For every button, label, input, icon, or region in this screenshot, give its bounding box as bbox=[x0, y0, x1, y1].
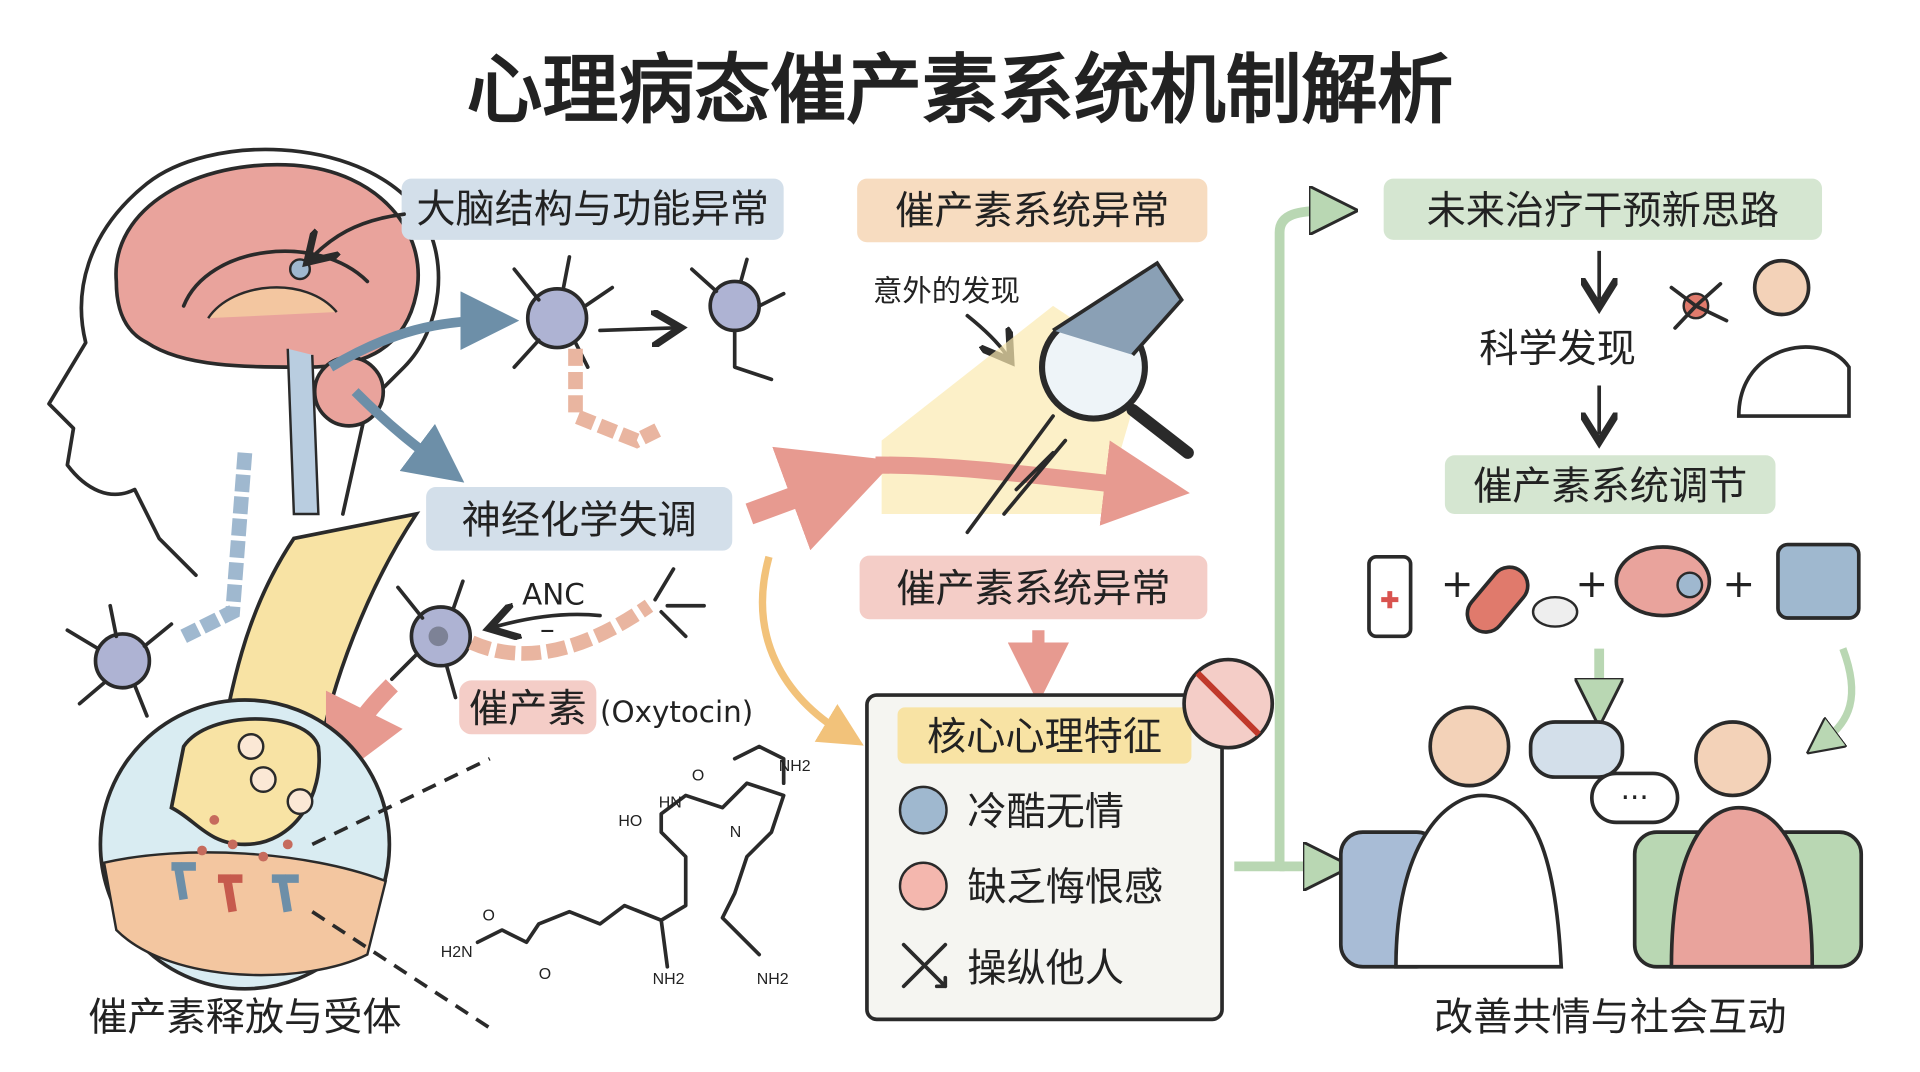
anc-label: ANC bbox=[522, 578, 585, 612]
page-title: 心理病态催产素系统机制解析 bbox=[467, 46, 1454, 134]
discovery-label: 意外的发现 bbox=[873, 274, 1020, 308]
plus-sign: + bbox=[1575, 562, 1608, 607]
chem-label: O bbox=[482, 907, 494, 924]
brain-icon bbox=[1614, 545, 1712, 618]
chem-label: O bbox=[539, 966, 551, 983]
crossed-arrows-icon bbox=[901, 942, 948, 989]
chem-label: O bbox=[692, 768, 704, 785]
arrow-neurochem-to-center bbox=[745, 446, 895, 551]
plus-sign: + bbox=[1722, 562, 1755, 607]
plus-sign: + bbox=[1441, 562, 1474, 607]
chem-label: HO bbox=[618, 813, 642, 830]
oxytocin-en: (Oxytocin) bbox=[600, 695, 753, 729]
neuron-anc: ANC – bbox=[390, 567, 706, 700]
outcome-label: 改善共情与社会互动 bbox=[1434, 995, 1787, 1040]
arrow-to-neurons bbox=[328, 291, 520, 372]
chem-label: H2N bbox=[441, 944, 473, 961]
chem-label: NH2 bbox=[653, 971, 685, 988]
pill-icon bbox=[1465, 565, 1530, 634]
treatment-options: + + + bbox=[1367, 542, 1861, 639]
brain-label-box bbox=[401, 178, 784, 240]
chat-dots: ··· bbox=[1621, 781, 1649, 815]
arrow-to-neurochem bbox=[351, 388, 465, 483]
chem-label: HN bbox=[659, 795, 682, 812]
neurochem-label: 神经化学失调 bbox=[462, 499, 697, 544]
oxytocin-label-box bbox=[459, 680, 597, 735]
scientist-illustration bbox=[1669, 258, 1851, 418]
anc-sign: – bbox=[540, 612, 555, 646]
therapy-icon bbox=[1776, 542, 1861, 620]
chem-label: N bbox=[730, 824, 742, 841]
future-label: 未来治疗干预新思路 bbox=[1427, 189, 1780, 234]
arrow-curve-right bbox=[1824, 647, 1856, 741]
magnifier-illustration bbox=[875, 260, 1194, 535]
trait-label: 缺乏悔恨感 bbox=[967, 866, 1163, 911]
future-label-box bbox=[1383, 178, 1823, 240]
abnormal-mid-box bbox=[859, 555, 1208, 620]
chem-label: NH2 bbox=[757, 971, 789, 988]
trait-label: 冷酷无情 bbox=[967, 790, 1124, 835]
oxytocin-cn: 催产素 bbox=[469, 687, 587, 732]
speech-bubble bbox=[1528, 720, 1625, 779]
neuron-pair-top bbox=[512, 255, 786, 449]
synapse-zoom-illustration bbox=[98, 511, 491, 1030]
therapy-session-illustration: ··· bbox=[1338, 705, 1864, 969]
brain-label: 大脑结构与功能异常 bbox=[416, 188, 769, 233]
regulation-label: 催产素系统调节 bbox=[1473, 464, 1747, 509]
abnormal-mid-label: 催产素系统异常 bbox=[896, 567, 1170, 612]
neurochem-label-box bbox=[426, 487, 733, 551]
core-traits-panel: 核心心理特征 冷酷无情 缺乏悔恨感 操纵他人 bbox=[865, 657, 1275, 1022]
science-label: 科学发现 bbox=[1479, 327, 1636, 372]
pointer-arrow bbox=[312, 212, 406, 257]
curved-arrow-to-core bbox=[758, 555, 864, 746]
arrow-to-future bbox=[1234, 210, 1328, 872]
cold-face-icon bbox=[898, 785, 948, 835]
abnormal-top-box bbox=[857, 178, 1208, 243]
core-title: 核心心理特征 bbox=[927, 715, 1162, 760]
chem-label: NH2 bbox=[779, 758, 811, 775]
release-label: 催产素释放与受体 bbox=[88, 995, 401, 1040]
head-brain-illustration bbox=[47, 147, 441, 643]
angry-face-icon bbox=[898, 861, 948, 911]
regulation-label-box bbox=[1444, 455, 1776, 514]
oxytocin-chemical-structure: NH2 HN O HO N H2N NH2 NH2 O O bbox=[441, 744, 811, 988]
abnormal-top-label: 催产素系统异常 bbox=[895, 189, 1169, 234]
neuron-left-bottom bbox=[65, 603, 174, 718]
trait-label: 操纵他人 bbox=[967, 946, 1124, 991]
speech-bubble bbox=[1590, 771, 1680, 825]
core-title-box bbox=[897, 707, 1192, 764]
